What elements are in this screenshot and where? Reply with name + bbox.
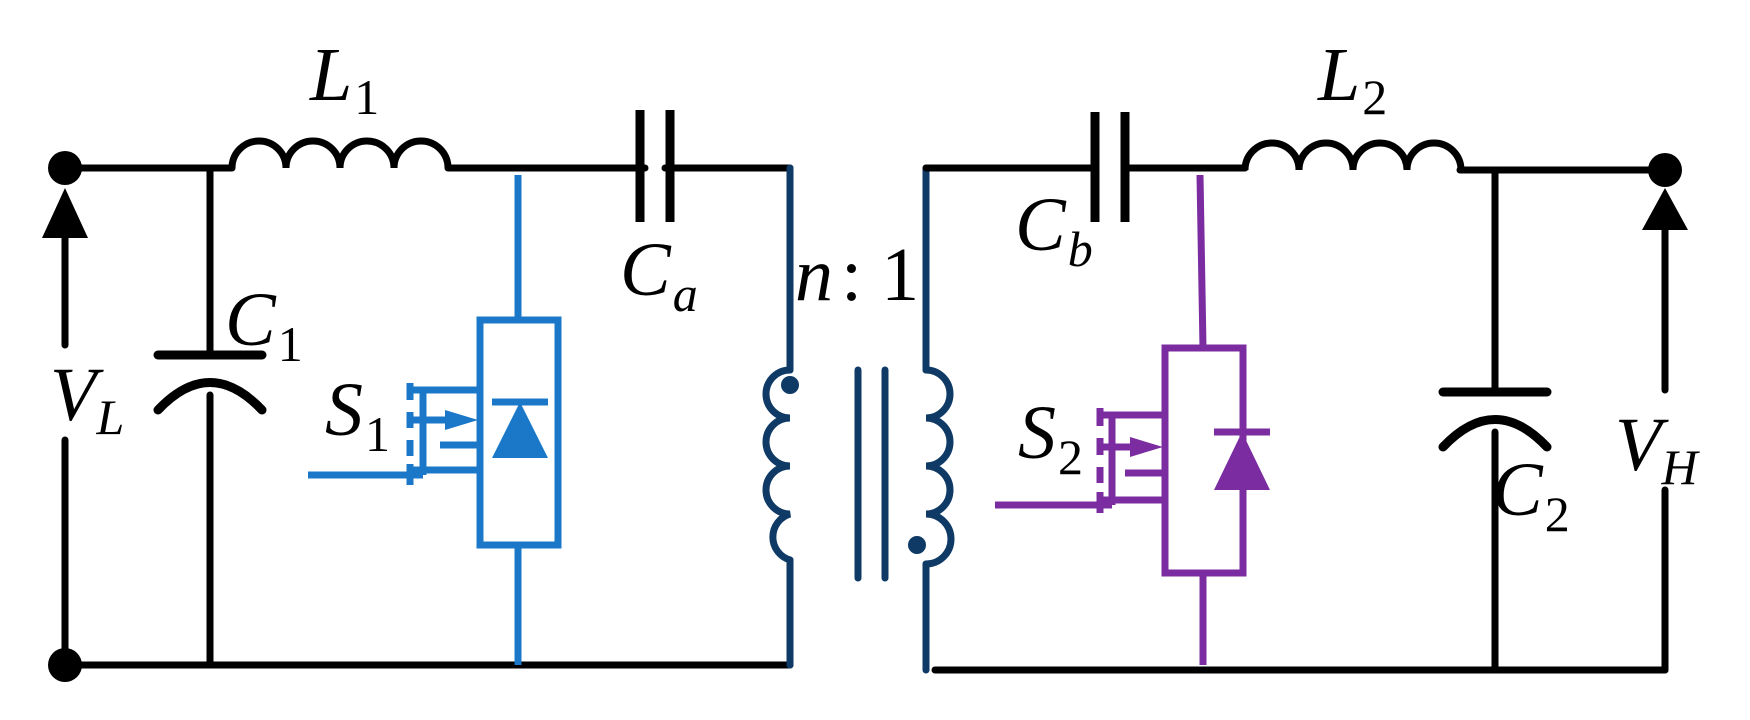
vh-positive-terminal [1648,153,1682,187]
label-vh: VH [1615,403,1700,495]
label-s1: S1 [325,368,390,462]
capacitor-cb [1090,112,1130,222]
vl-arrowhead [42,188,88,238]
switch-s2 [995,174,1270,665]
inductor-l1 [228,137,452,169]
label-vl: VL [50,353,124,445]
label-ca: Ca [620,228,698,322]
vl-positive-terminal [48,151,82,185]
low-side-wiring [61,164,794,669]
capacitor-c1 [153,350,267,415]
vl-negative-terminal [48,648,82,682]
primary-dot [781,376,799,394]
high-side-wiring [922,164,1669,674]
label-c2: C2 [1492,448,1570,542]
capacitor-ca [635,110,675,222]
secondary-dot [908,536,926,554]
transformer [762,164,955,674]
capacitor-c2 [1438,387,1552,452]
label-l2: L2 [1317,33,1387,125]
label-s2: S2 [1018,391,1083,485]
label-turns-ratio: n: 1 [795,233,919,317]
vh-arrowhead [1642,188,1688,230]
switch-s1 [308,175,562,665]
label-c1: C1 [225,278,303,372]
label-cb: Cb [1015,183,1093,277]
inductor-l2 [1241,139,1465,171]
label-l1: L1 [309,33,379,125]
